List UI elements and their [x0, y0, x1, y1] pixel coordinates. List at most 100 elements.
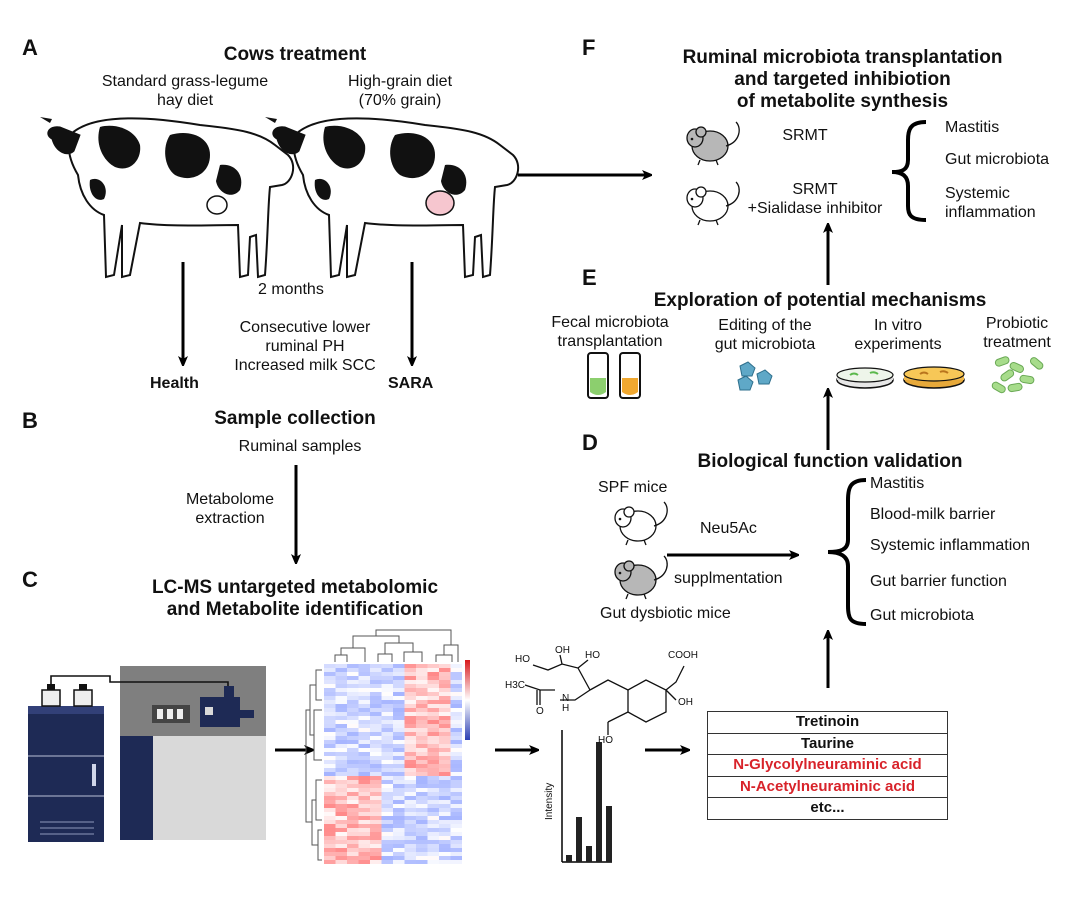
heatmap-cell	[370, 724, 382, 728]
heatmap-cell	[427, 780, 439, 784]
heatmap-cell	[427, 728, 439, 732]
heatmap-cell	[416, 860, 428, 864]
heatmap-cell	[404, 844, 416, 848]
heatmap-cell	[427, 712, 439, 716]
heatmap-cell	[335, 768, 347, 772]
heatmap-cell	[370, 828, 382, 832]
heatmap-cell	[358, 692, 370, 696]
heatmap-cell	[450, 776, 462, 780]
heatmap-cell	[335, 752, 347, 756]
heatmap-cell	[404, 768, 416, 772]
heatmap-cell	[358, 736, 370, 740]
heatmap-cell	[381, 804, 393, 808]
heatmap-cell	[347, 788, 359, 792]
heatmap-cell	[439, 676, 451, 680]
heatmap-cell	[381, 852, 393, 856]
heatmap-cell	[370, 804, 382, 808]
heatmap-cell	[416, 716, 428, 720]
heatmap-cell	[393, 764, 405, 768]
heatmap-cell	[450, 792, 462, 796]
heatmap-cell	[427, 672, 439, 676]
heatmap-cell	[393, 784, 405, 788]
heatmap-cell	[404, 788, 416, 792]
heatmap-cell	[416, 708, 428, 712]
fecal-transplantation-label: Fecal microbiota transplantation	[535, 313, 685, 351]
editing-gut-label: Editing of the gut microbiota	[695, 316, 835, 354]
heatmap-cell	[335, 756, 347, 760]
heatmap-cell	[404, 740, 416, 744]
heatmap-cell	[450, 672, 462, 676]
heatmap-cell	[393, 732, 405, 736]
heatmap-cell	[358, 744, 370, 748]
heatmap-cell	[404, 664, 416, 668]
heatmap-cell	[404, 824, 416, 828]
heatmap-cell	[370, 788, 382, 792]
heatmap-cell	[370, 792, 382, 796]
heatmap-cell	[347, 680, 359, 684]
heatmap-cell	[404, 792, 416, 796]
heatmap-cell	[393, 760, 405, 764]
heatmap-cell	[404, 692, 416, 696]
lcms-instrument-icon	[28, 666, 266, 842]
heatmap-cell	[335, 860, 347, 864]
heatmap-cell	[381, 844, 393, 848]
heatmap-cell	[404, 776, 416, 780]
panel-f-title-line3: of metabolite synthesis	[736, 91, 949, 112]
heatmap-cell	[439, 764, 451, 768]
heatmap-cell	[370, 832, 382, 836]
heatmap-cell	[439, 844, 451, 848]
heatmap-cell	[416, 740, 428, 744]
heatmap-cell	[416, 796, 428, 800]
heatmap-cell	[404, 780, 416, 784]
heatmap-cell	[404, 756, 416, 760]
heatmap-cell	[370, 692, 382, 696]
heatmap-cell	[450, 816, 462, 820]
chem-label-ho1: HO	[515, 654, 530, 665]
heatmap-cell	[335, 732, 347, 736]
heatmap-cell	[335, 856, 347, 860]
heatmap-cell	[439, 828, 451, 832]
heatmap-cell	[370, 776, 382, 780]
heatmap-cell	[358, 748, 370, 752]
heatmap-cell	[439, 816, 451, 820]
chem-label-ho2: HO	[585, 650, 600, 661]
heatmap-cell	[427, 748, 439, 752]
heatmap-cell	[358, 676, 370, 680]
heatmap-cell	[427, 856, 439, 860]
heatmap-cell	[393, 820, 405, 824]
heatmap-cell	[358, 728, 370, 732]
heatmap-cell	[439, 824, 451, 828]
heatmap-cell	[335, 700, 347, 704]
heatmap-cell	[393, 744, 405, 748]
heatmap-cell	[439, 692, 451, 696]
heatmap-cell	[324, 788, 336, 792]
heatmap-cell	[439, 696, 451, 700]
heatmap-cell	[404, 816, 416, 820]
neu5ac-label: Neu5Ac	[700, 520, 757, 537]
heatmap-cell	[324, 688, 336, 692]
heatmap-cell	[324, 796, 336, 800]
heatmap-cell	[450, 724, 462, 728]
heatmap-cell	[439, 804, 451, 808]
heatmap-cell	[347, 724, 359, 728]
heatmap-cell	[347, 828, 359, 832]
heatmap-cell	[416, 680, 428, 684]
heatmap-cell	[358, 776, 370, 780]
heatmap-cell	[450, 756, 462, 760]
spf-mice-label: SPF mice	[598, 479, 668, 496]
heatmap-cell	[439, 760, 451, 764]
heatmap-cell	[427, 836, 439, 840]
heatmap-cell	[450, 740, 462, 744]
heatmap-cell	[335, 680, 347, 684]
heatmap-cell	[450, 796, 462, 800]
neu5ac-structure-icon	[524, 654, 685, 735]
heatmap-cell	[450, 748, 462, 752]
heatmap-cell	[358, 804, 370, 808]
heatmap-cell	[404, 708, 416, 712]
heatmap-cell	[358, 768, 370, 772]
heatmap-cell	[370, 756, 382, 760]
heatmap-cell	[358, 800, 370, 804]
heatmap-cell	[450, 768, 462, 772]
heatmap-cell	[450, 680, 462, 684]
